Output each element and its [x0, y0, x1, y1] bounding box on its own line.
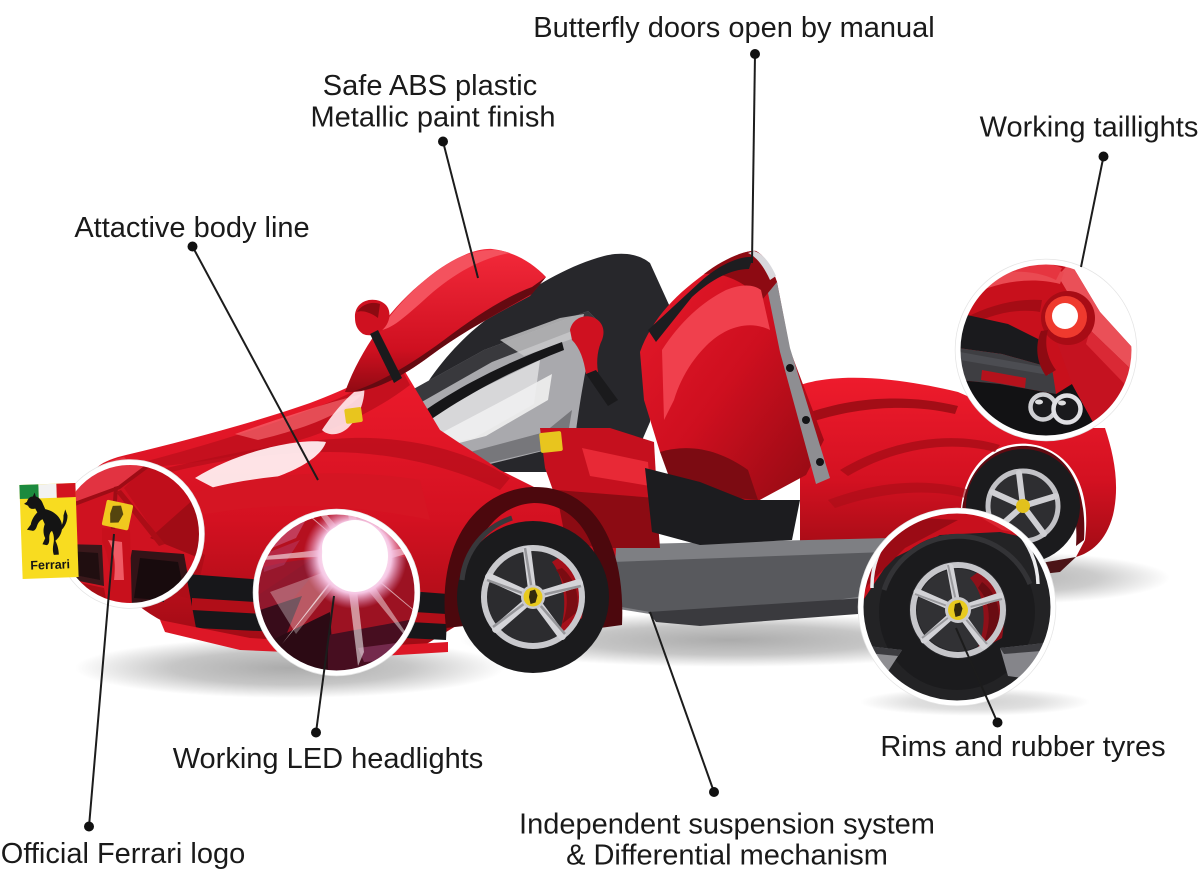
- svg-text:Official Ferrari logo: Official Ferrari logo: [1, 838, 245, 870]
- svg-text:Working taillights: Working taillights: [980, 112, 1199, 144]
- svg-text:Metallic paint finish: Metallic paint finish: [311, 102, 556, 134]
- svg-text:Attactive body line: Attactive body line: [74, 212, 309, 244]
- svg-text:Working LED headlights: Working LED headlights: [173, 743, 484, 775]
- svg-text:Rims and rubber tyres: Rims and rubber tyres: [880, 731, 1165, 763]
- svg-text:Independent suspension system: Independent suspension system: [519, 809, 935, 841]
- svg-text:Safe ABS plastic: Safe ABS plastic: [323, 70, 537, 102]
- svg-text:Butterfly doors open by manual: Butterfly doors open by manual: [533, 12, 934, 44]
- svg-text:Ferrari: Ferrari: [30, 557, 70, 572]
- svg-text:& Differential mechanism: & Differential mechanism: [566, 840, 888, 872]
